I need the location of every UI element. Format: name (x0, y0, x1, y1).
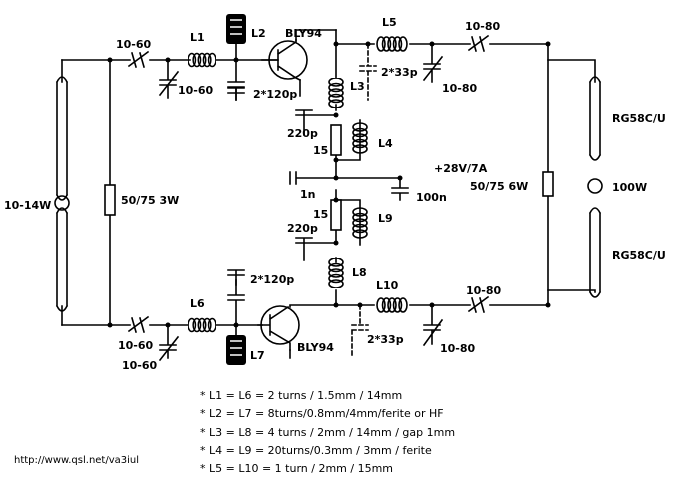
label-220p-top: 220p (287, 127, 318, 140)
label-rg58-top: RG58C/U (612, 112, 666, 125)
resistor-input (104, 184, 116, 216)
label-c-tune-out-top: 10-80 (442, 82, 478, 95)
label-r15-top: 15 (313, 144, 329, 157)
label-l5: L5 (382, 16, 397, 29)
label-c-out-top: 10-80 (465, 20, 501, 33)
label-r-out: 50/75 6W (470, 180, 529, 193)
label-l2: L2 (251, 27, 266, 40)
label-supply: +28V/7A (434, 162, 488, 175)
label-c-tune-out-bottom: 10-80 (440, 342, 476, 355)
label-l4: L4 (378, 137, 393, 150)
label-1n: 1n (300, 188, 316, 201)
coil-l6 (188, 317, 216, 333)
note-line-5: * L5 = L10 = 1 turn / 2mm / 15mm (200, 462, 394, 475)
label-c-tune-bottom: 10-60 (122, 359, 158, 372)
label-l6: L6 (190, 297, 205, 310)
coil-l5 (376, 36, 408, 52)
coil-l10 (376, 297, 408, 313)
source-url: http://www.qsl.net/va3iul (14, 455, 140, 466)
label-2x120-bottom: 2*120p (250, 273, 295, 286)
label-2x33-bottom: 2*33p (367, 333, 404, 346)
note-line-2: * L2 = L7 = 8turns/0.8mm/4mm/ferite or H… (200, 407, 444, 420)
label-l3: L3 (350, 80, 365, 93)
coil-l1 (188, 52, 216, 68)
label-bly94-top: BLY94 (285, 27, 322, 40)
label-l8: L8 (352, 266, 367, 279)
label-220p-bottom: 220p (287, 222, 318, 235)
choke-l7 (226, 335, 246, 365)
label-l1: L1 (190, 31, 205, 44)
label-bly94-bottom: BLY94 (297, 341, 334, 354)
coil-l3 (328, 78, 344, 108)
label-2x33-top: 2*33p (381, 66, 418, 79)
resistor-15-top (330, 124, 342, 156)
label-l9: L9 (378, 212, 393, 225)
label-c-in-bottom: 10-60 (118, 339, 154, 352)
label-out-power: 100W (612, 181, 648, 194)
note-line-1: * L1 = L6 = 2 turns / 1.5mm / 14mm (200, 389, 403, 402)
label-2x120-top: 2*120p (253, 88, 298, 101)
label-rg58-bottom: RG58C/U (612, 249, 666, 262)
label-100n: 100n (416, 191, 447, 204)
note-line-4: * L4 = L9 = 20turns/0.3mm / 3mm / ferite (200, 444, 432, 457)
resistor-15-bottom (330, 199, 342, 231)
label-c-in-top: 10-60 (116, 38, 152, 51)
label-c-out-bottom: 10-80 (466, 284, 502, 297)
label-l10: L10 (376, 279, 399, 292)
label-l7: L7 (250, 349, 265, 362)
choke-l2 (226, 14, 246, 44)
note-line-3: * L3 = L8 = 4 turns / 2mm / 14mm / gap 1… (200, 426, 456, 439)
label-c-tune-top: 10-60 (178, 84, 214, 97)
label-r-in: 50/75 3W (121, 194, 180, 207)
label-in-power: 10-14W (4, 199, 52, 212)
label-r15-bottom: 15 (313, 208, 329, 221)
resistor-output (542, 171, 554, 197)
